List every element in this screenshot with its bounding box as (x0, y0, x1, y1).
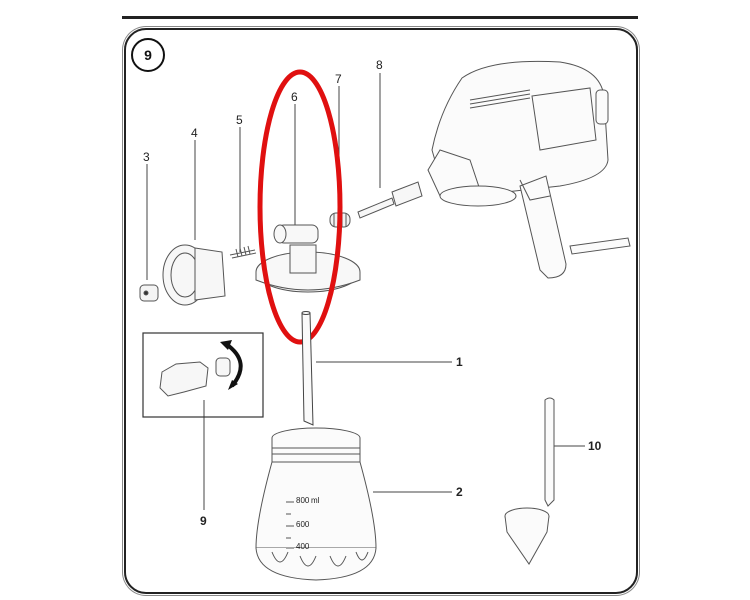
scale-mark-800: 800 (296, 496, 310, 505)
viscosity-cup-part (504, 397, 555, 565)
spray-gun-body (427, 60, 631, 279)
nozzle-adjust-drawing (159, 357, 231, 397)
scale-unit: ml (311, 496, 320, 505)
nozzle-adjust-inset (142, 332, 264, 418)
needle-spring-part (229, 245, 257, 259)
nozzle-part (139, 284, 159, 302)
part-label-2: 2 (456, 485, 463, 499)
scale-mark-600: 600 (296, 520, 310, 529)
part-label-10: 10 (588, 439, 602, 453)
step-badge: 9 (131, 38, 165, 72)
part-label-5: 5 (236, 113, 243, 127)
suction-tube-part (301, 311, 314, 426)
pump-housing-part (255, 224, 361, 293)
part-label-3: 3 (143, 150, 150, 164)
top-rule (122, 16, 638, 19)
part-label-4: 4 (191, 126, 198, 140)
diagram-frame (124, 28, 638, 594)
piston-part (357, 181, 423, 219)
air-cap-part (162, 244, 226, 306)
paint-container-part (255, 427, 377, 581)
part-label-1: 1 (456, 355, 463, 369)
part-label-7: 7 (335, 72, 342, 86)
part-label-6: 6 (291, 90, 298, 104)
highlight-ellipse (257, 69, 343, 345)
part-label-9: 9 (200, 514, 207, 528)
part-label-8: 8 (376, 58, 383, 72)
scale-mark-400: 400 (296, 542, 310, 551)
